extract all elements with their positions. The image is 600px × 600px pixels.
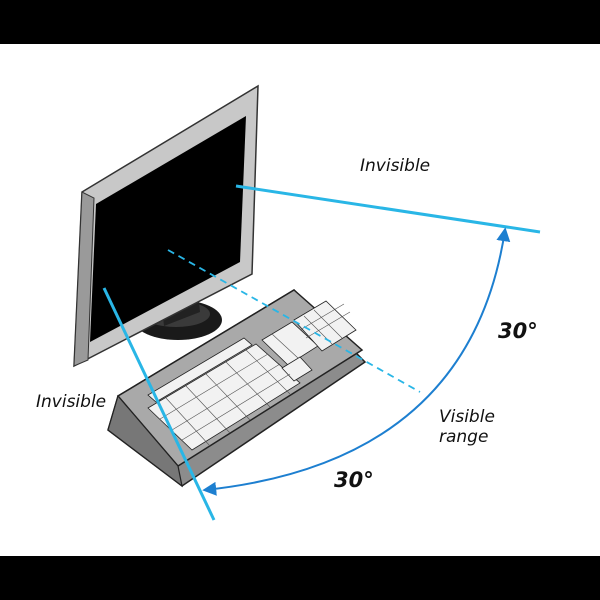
monitor-screen (90, 116, 246, 342)
visible-range-label-line1: Visible (439, 407, 495, 427)
lower-sight-line (102, 287, 216, 521)
invisible-left-label: Invisible (36, 392, 106, 412)
monitor (73, 84, 259, 368)
bottom-black-bar (0, 556, 600, 600)
visible-range-label-line2: range (439, 427, 488, 447)
upper-sight-line (235, 184, 541, 234)
angle-right-label: 30° (498, 319, 538, 343)
top-black-bar (0, 0, 600, 44)
invisible-top-label: Invisible (360, 156, 430, 176)
angle-bottom-label: 30° (334, 468, 374, 492)
visible-range-arc (202, 227, 511, 496)
